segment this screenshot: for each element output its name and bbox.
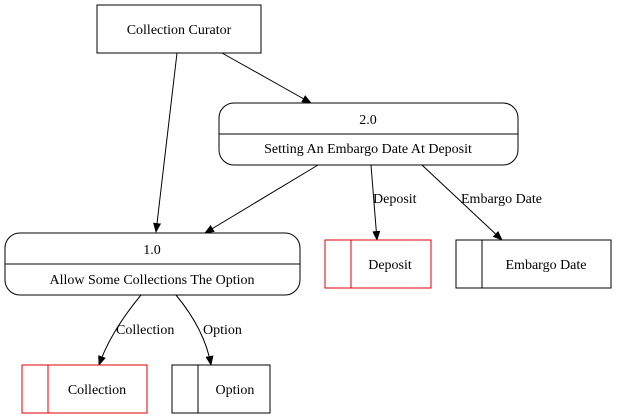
process-1: 1.0 Allow Some Collections The Option xyxy=(4,232,301,296)
flow-process-2-to-deposit xyxy=(370,164,381,241)
flow-curator-to-process-2 xyxy=(221,52,312,104)
flow-process-2-to-embargo-date xyxy=(421,164,503,241)
process-2-label: Setting An Embargo Date At Deposit xyxy=(264,142,472,157)
process-1-number: 1.0 xyxy=(143,243,161,258)
flow-process-1-to-option xyxy=(175,294,214,366)
flow-edges xyxy=(98,52,503,366)
external-entity-collection-curator: Collection Curator xyxy=(96,4,262,54)
data-store-deposit: Deposit xyxy=(324,239,432,289)
data-store-deposit-label: Deposit xyxy=(368,258,412,273)
data-store-embargo-date: Embargo Date xyxy=(455,239,612,289)
data-store-option-label: Option xyxy=(216,383,255,398)
flow-process-2-to-process-1 xyxy=(204,164,319,234)
process-2: 2.0 Setting An Embargo Date At Deposit xyxy=(218,102,519,166)
flow-label-embargo-date: Embargo Date xyxy=(461,192,542,207)
process-1-label: Allow Some Collections The Option xyxy=(49,273,254,288)
data-store-embargo-date-label: Embargo Date xyxy=(506,258,587,273)
flow-process-1-to-collection xyxy=(98,294,142,366)
flow-label-option: Option xyxy=(203,323,242,338)
external-entity-label: Collection Curator xyxy=(127,23,232,38)
flow-label-collection: Collection xyxy=(116,323,174,338)
data-store-collection: Collection xyxy=(21,364,148,414)
data-store-option: Option xyxy=(171,364,271,414)
flow-label-deposit: Deposit xyxy=(373,192,417,207)
flow-curator-to-process-1 xyxy=(153,52,178,233)
process-2-number: 2.0 xyxy=(359,113,377,128)
data-store-collection-label: Collection xyxy=(68,383,126,398)
